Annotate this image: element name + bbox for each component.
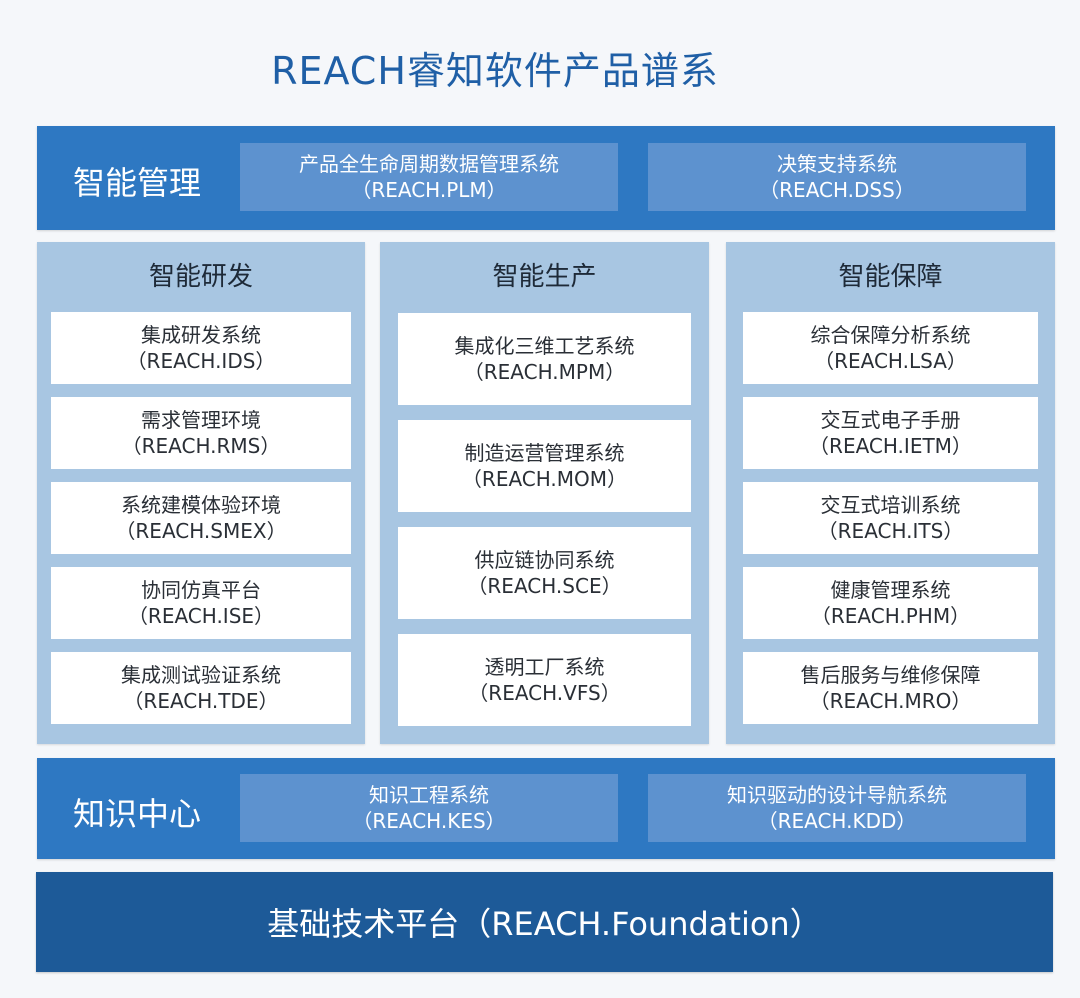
product-code: （REACH.IDS） <box>126 349 276 373</box>
column-title-production: 智能生产 <box>492 262 597 292</box>
product-code: （REACH.KDD） <box>757 809 917 833</box>
product-name: 交互式电子手册 <box>820 408 961 432</box>
product-name: 售后服务与维修保障 <box>800 663 981 687</box>
product-box-mpm: 集成化三维工艺系统 （REACH.MPM） <box>398 313 691 405</box>
product-code: （REACH.IETM） <box>809 434 972 458</box>
product-box-sce: 供应链协同系统 （REACH.SCE） <box>398 527 691 619</box>
product-box-plm: 产品全生命周期数据管理系统 （REACH.PLM） <box>240 143 618 211</box>
diagram-title: REACH睿知软件产品谱系 <box>271 49 719 93</box>
product-name: 协同仿真平台 <box>141 578 261 602</box>
product-name: 集成研发系统 <box>141 323 261 347</box>
product-code: （REACH.MOM） <box>461 467 628 491</box>
column-title-rnd: 智能研发 <box>148 262 253 292</box>
product-code: （REACH.SMEX） <box>115 519 287 543</box>
product-box-tde: 集成测试验证系统 （REACH.TDE） <box>51 652 351 724</box>
product-box-phm: 健康管理系统 （REACH.PHM） <box>743 567 1038 639</box>
column-production: 智能生产 集成化三维工艺系统 （REACH.MPM） 制造运营管理系统 （REA… <box>380 242 709 744</box>
product-code: （REACH.KES） <box>352 809 506 833</box>
product-name: 产品全生命周期数据管理系统 <box>299 152 559 176</box>
product-box-ise: 协同仿真平台 （REACH.ISE） <box>51 567 351 639</box>
product-box-ids: 集成研发系统 （REACH.IDS） <box>51 312 351 384</box>
product-box-ietm: 交互式电子手册 （REACH.IETM） <box>743 397 1038 469</box>
product-code: （REACH.RMS） <box>121 434 281 458</box>
product-name: 透明工厂系统 <box>484 655 605 679</box>
product-code: （REACH.VFS） <box>468 681 621 705</box>
column-rnd: 智能研发 集成研发系统 （REACH.IDS） 需求管理环境 （REACH.RM… <box>37 242 365 744</box>
product-box-rms: 需求管理环境 （REACH.RMS） <box>51 397 351 469</box>
product-name: 制造运营管理系统 <box>464 441 625 465</box>
product-box-kes: 知识工程系统 （REACH.KES） <box>240 774 618 842</box>
column-title-support: 智能保障 <box>838 262 943 292</box>
product-name: 知识工程系统 <box>369 783 489 807</box>
product-name: 集成化三维工艺系统 <box>454 334 635 358</box>
product-code: （REACH.PLM） <box>351 178 507 202</box>
product-name: 综合保障分析系统 <box>810 323 971 347</box>
product-name: 供应链协同系统 <box>474 548 615 572</box>
product-name: 健康管理系统 <box>830 578 951 602</box>
product-name: 决策支持系统 <box>777 152 897 176</box>
product-code: （REACH.LSA） <box>814 349 967 373</box>
product-code: （REACH.ITS） <box>817 519 964 543</box>
product-code: （REACH.SCE） <box>467 574 622 598</box>
band-intelligent-management: 智能管理 产品全生命周期数据管理系统 （REACH.PLM） 决策支持系统 （R… <box>37 126 1055 230</box>
product-box-dss: 决策支持系统 （REACH.DSS） <box>648 143 1026 211</box>
product-code: （REACH.MRO） <box>809 689 972 713</box>
product-box-mro: 售后服务与维修保障 （REACH.MRO） <box>743 652 1038 724</box>
product-code: （REACH.ISE） <box>127 604 275 628</box>
product-box-smex: 系统建模体验环境 （REACH.SMEX） <box>51 482 351 554</box>
product-code: （REACH.TDE） <box>123 689 279 713</box>
product-name: 知识驱动的设计导航系统 <box>727 783 947 807</box>
band-label-management: 智能管理 <box>72 164 201 202</box>
foundation-platform: 基础技术平台（REACH.Foundation） <box>36 872 1053 972</box>
column-support: 智能保障 综合保障分析系统 （REACH.LSA） 交互式电子手册 （REACH… <box>726 242 1055 744</box>
band-knowledge-center: 知识中心 知识工程系统 （REACH.KES） 知识驱动的设计导航系统 （REA… <box>37 758 1055 859</box>
product-name: 系统建模体验环境 <box>121 493 281 517</box>
product-box-its: 交互式培训系统 （REACH.ITS） <box>743 482 1038 554</box>
product-name: 交互式培训系统 <box>820 493 961 517</box>
product-name: 集成测试验证系统 <box>121 663 281 687</box>
product-box-lsa: 综合保障分析系统 （REACH.LSA） <box>743 312 1038 384</box>
product-code: （REACH.DSS） <box>759 178 915 202</box>
product-name: 需求管理环境 <box>141 408 261 432</box>
band-label-knowledge: 知识中心 <box>72 795 201 833</box>
product-box-mom: 制造运营管理系统 （REACH.MOM） <box>398 420 691 512</box>
product-box-vfs: 透明工厂系统 （REACH.VFS） <box>398 634 691 726</box>
product-box-kdd: 知识驱动的设计导航系统 （REACH.KDD） <box>648 774 1026 842</box>
product-code: （REACH.MPM） <box>463 360 626 384</box>
product-code: （REACH.PHM） <box>810 604 971 628</box>
